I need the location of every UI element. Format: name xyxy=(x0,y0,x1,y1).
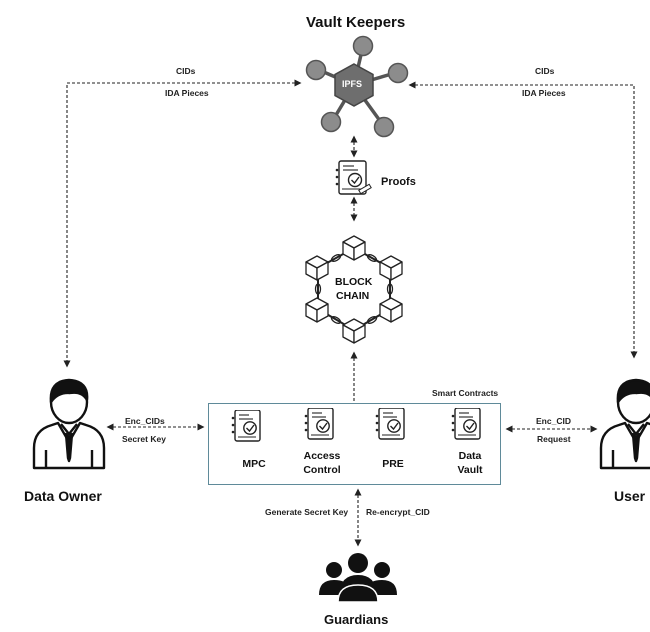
guardians-label: Guardians xyxy=(324,612,389,627)
ipfs-node-bottom-left xyxy=(320,111,342,133)
user-label: User xyxy=(614,488,646,504)
block-cube xyxy=(305,255,329,281)
block-cube xyxy=(342,235,366,261)
vault-keepers-title: Vault Keepers xyxy=(306,14,406,31)
block-cube xyxy=(379,255,403,281)
block-cube xyxy=(305,297,329,323)
block-cube xyxy=(379,297,403,323)
blockchain-label-line1: BLOCK xyxy=(335,276,373,288)
blockchain-label-line2: CHAIN xyxy=(336,290,370,302)
ipfs-node-top xyxy=(352,35,374,57)
re-encrypt-cid-label: Re-encrypt_CID xyxy=(366,507,430,517)
ipfs-node-left xyxy=(305,59,327,81)
data-vault-contract-icon xyxy=(451,408,481,440)
guardians-group-icon xyxy=(319,553,397,603)
ipfs-hub-label: IPFS xyxy=(342,79,363,89)
mpc-contract-icon xyxy=(231,410,261,442)
block-cube xyxy=(342,318,366,344)
smart-contracts-title: Smart Contracts xyxy=(432,388,499,398)
contract-pre-label: PRE xyxy=(382,458,404,470)
proofs-label: Proofs xyxy=(381,176,416,188)
data-owner-label: Data Owner xyxy=(24,488,102,504)
user-request-label: Request xyxy=(537,434,571,444)
owner-enc-cids-label: Enc_CIDs xyxy=(125,416,165,426)
access-control-contract-icon xyxy=(304,408,334,440)
ipfs-node-right xyxy=(387,62,409,84)
user-enc-cid-label: Enc_CID xyxy=(536,416,571,426)
ipfs-network-icon xyxy=(305,35,409,138)
contract-access-label-line2: Control xyxy=(303,464,341,476)
owner-ipfs-connector xyxy=(63,79,302,368)
contract-data-vault-label-line2: Vault xyxy=(457,464,483,476)
pre-contract-icon xyxy=(375,408,405,440)
right-cids-label: CIDs xyxy=(535,66,555,76)
data-owner-person-icon xyxy=(32,378,106,470)
proofs-document-icon xyxy=(335,160,372,195)
contract-mpc-label: MPC xyxy=(242,458,266,470)
left-cids-label: CIDs xyxy=(176,66,196,76)
owner-secret-key-label: Secret Key xyxy=(122,434,166,444)
user-person-icon xyxy=(599,378,650,470)
ipfs-node-bottom-right xyxy=(373,116,395,138)
generate-secret-key-label: Generate Secret Key xyxy=(265,507,349,517)
ipfs-user-connector xyxy=(408,81,638,359)
contract-data-vault-label-line1: Data xyxy=(458,450,482,462)
contract-access-label-line1: Access xyxy=(303,450,341,462)
left-ida-pieces-label: IDA Pieces xyxy=(165,88,209,98)
right-ida-pieces-label: IDA Pieces xyxy=(522,88,566,98)
blockchain-icon xyxy=(305,235,403,344)
